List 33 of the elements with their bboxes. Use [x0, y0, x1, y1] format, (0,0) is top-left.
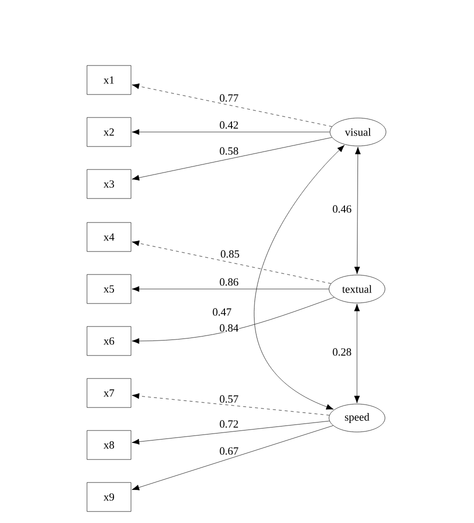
variable-box: x7	[86, 378, 132, 408]
variable-box: x2	[86, 117, 132, 147]
arrow	[132, 83, 332, 127]
edge-label: 0.86	[218, 278, 240, 286]
edge-label: 0.77	[218, 94, 240, 102]
arrow	[132, 240, 332, 284]
variable-box: x5	[86, 274, 132, 304]
edge-label: 0.42	[218, 120, 240, 130]
variable-box: x6	[86, 326, 132, 356]
variable-box: x3	[86, 169, 132, 199]
variable-box: x4	[86, 222, 132, 252]
edge-label: 0.47	[212, 308, 232, 316]
arrow	[254, 144, 345, 410]
edge-label: 0.67	[218, 446, 240, 456]
edge-label: 0.58	[218, 146, 240, 156]
arrow	[132, 425, 334, 490]
arrow	[132, 297, 334, 344]
arrow	[132, 286, 329, 292]
edge-label: 0.85	[220, 250, 240, 258]
arrow	[354, 146, 361, 274]
variable-box: x1	[86, 65, 132, 95]
arrow	[132, 393, 330, 416]
arrow	[132, 137, 332, 181]
edge-label: 0.28	[332, 348, 352, 356]
edge-label: 0.57	[218, 394, 240, 404]
arrow	[132, 420, 330, 445]
edge-label: 0.84	[218, 324, 240, 332]
variable-box: x9	[86, 482, 132, 512]
variable-box: x8	[86, 430, 132, 460]
edge-label: 0.72	[218, 420, 240, 428]
arrow	[354, 304, 360, 404]
arrow	[132, 129, 330, 135]
edge-label: 0.46	[332, 204, 352, 214]
